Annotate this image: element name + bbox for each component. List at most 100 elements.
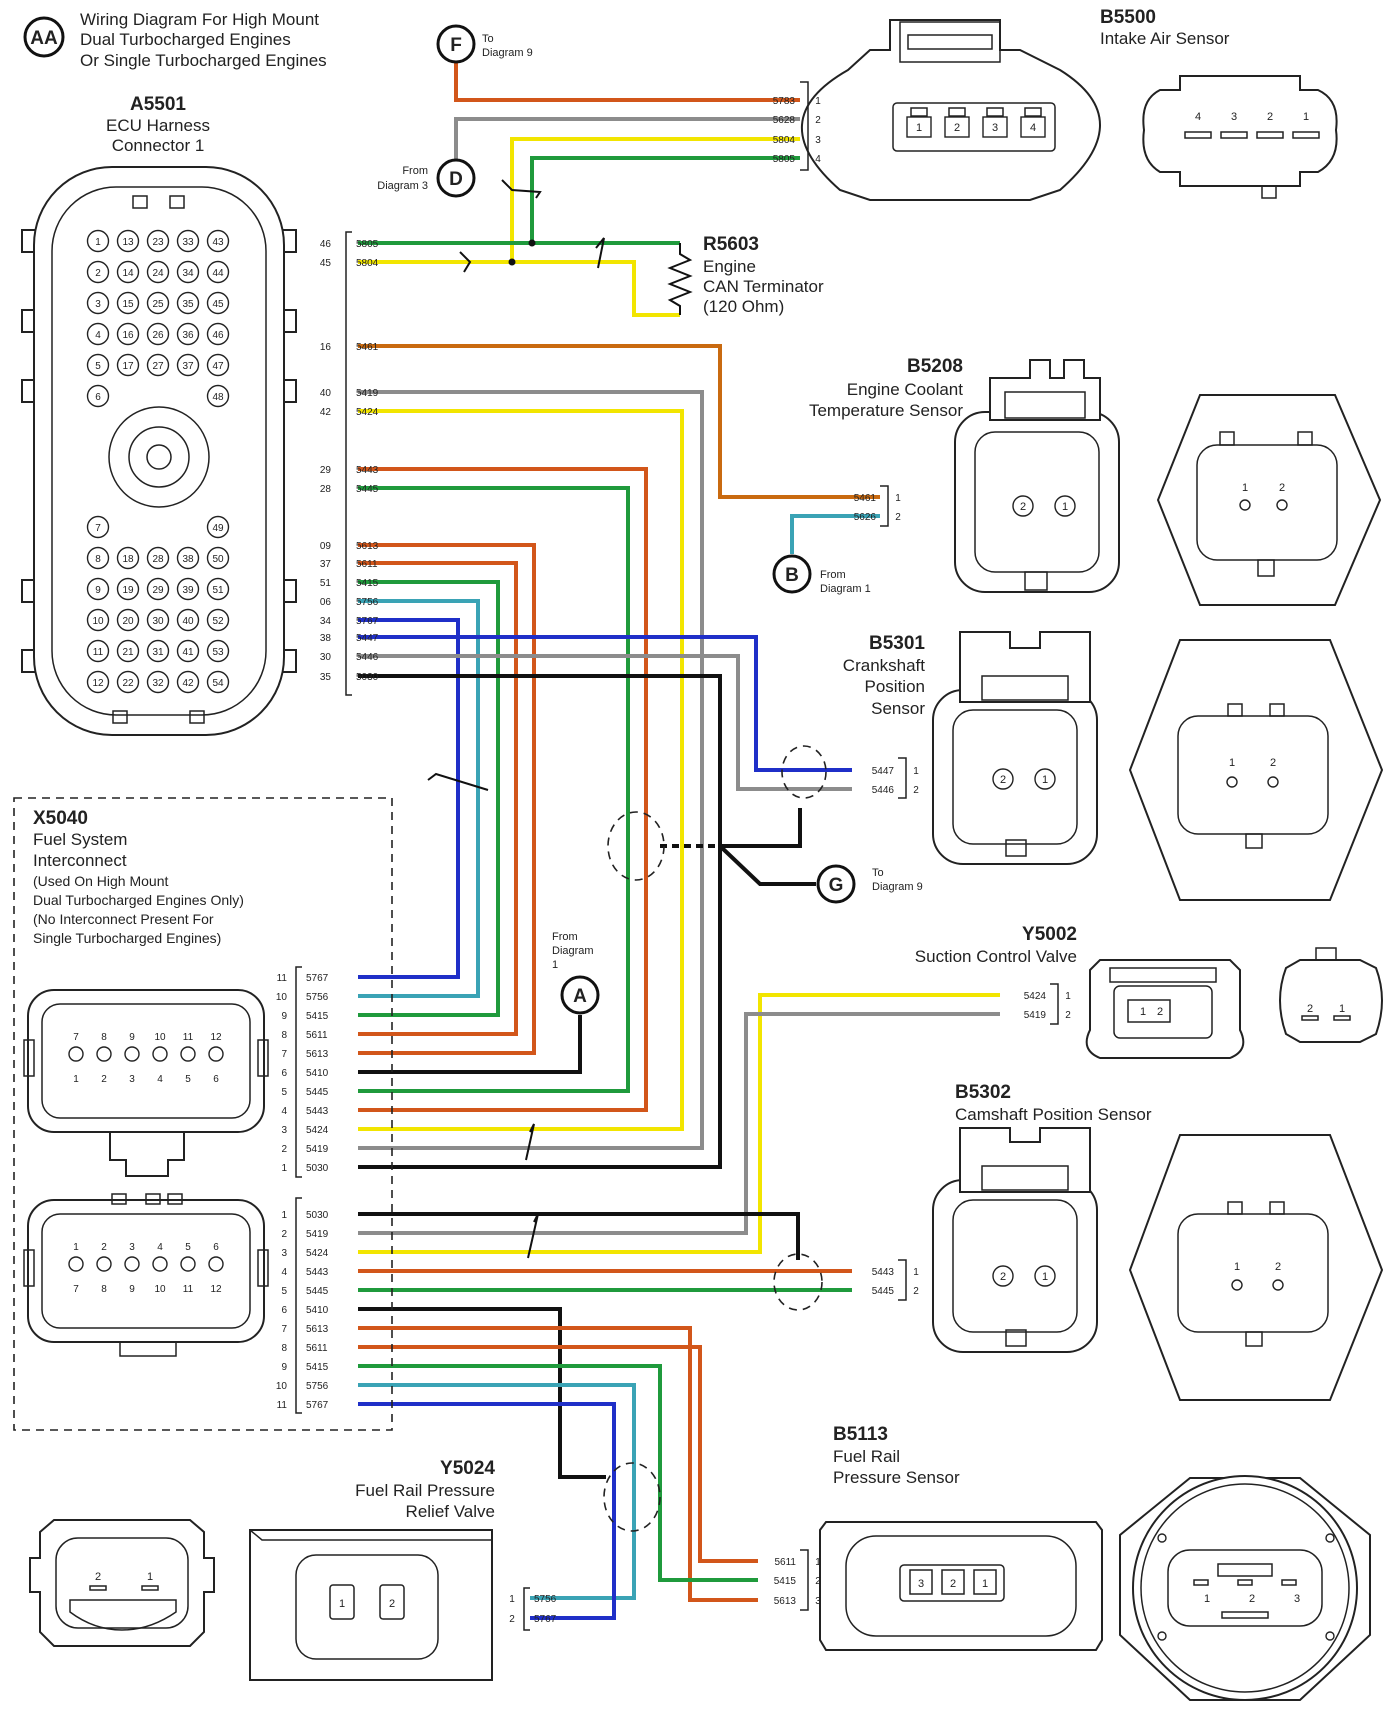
ref-f-text-2: Diagram 9 [482, 47, 533, 59]
b5500-rear-pin-label: 2 [1267, 111, 1273, 123]
a5501-pin [146, 670, 170, 694]
a5501-wire-pin: 40 [320, 388, 332, 399]
x5040-pin [208, 1046, 224, 1062]
wire-5628 [454, 117, 800, 160]
x5040-lower-circuit: 5410 [306, 1305, 329, 1316]
y5002-name: Suction Control Valve [915, 947, 1077, 966]
a5501-wire-circuit: 5446 [356, 652, 379, 663]
x5040-lower-circuit: 5613 [306, 1324, 329, 1335]
x5040-upper-pin: 5 [281, 1087, 287, 1098]
shield-crank [781, 745, 827, 799]
x5040-lower-circuit: 5419 [306, 1229, 329, 1240]
a5501-pin [206, 639, 230, 663]
x5040-upper-circuit: 5410 [306, 1068, 329, 1079]
a5501-wire-pin: 06 [320, 597, 332, 608]
a5501-pin-label: 22 [122, 678, 134, 689]
wire-5461 [358, 344, 880, 499]
x5040-pin [124, 1256, 140, 1272]
a5501-pin-label: 32 [152, 678, 164, 689]
a5501-pin-label: 27 [152, 361, 164, 372]
y5024-name-1: Fuel Rail Pressure [355, 1481, 495, 1500]
ref-a-circle [560, 975, 600, 1015]
title-line-3: Or Single Turbocharged Engines [80, 51, 327, 70]
b5500-pin-label: 2 [954, 122, 960, 134]
a5501-pin-label: 51 [212, 585, 224, 596]
a5501-pin-label: 17 [122, 361, 134, 372]
b5301-rear-pin-a: 1 [1229, 757, 1235, 769]
a5501-pin [116, 260, 140, 284]
x5040-lower-circuit: 5445 [306, 1286, 329, 1297]
a5501-pin [86, 608, 110, 632]
a5501-wire-pin: 30 [320, 652, 332, 663]
a5501-pin-label: 38 [182, 554, 194, 565]
x5040-pin-label: 7 [73, 1284, 79, 1295]
a5501-pin-label: 42 [182, 678, 194, 689]
wire-5805-branch [530, 156, 800, 243]
y5002-wire-circuit: 5424 [1024, 991, 1047, 1002]
x5040-lower-circuit: 5030 [306, 1210, 329, 1221]
b5500-wire-pin: 4 [815, 154, 821, 165]
y5002-wire-pin: 2 [1065, 1010, 1071, 1021]
x5040-lower-circuit: 5424 [306, 1248, 329, 1259]
a5501-wire-circuit: 5419 [356, 388, 379, 399]
x5040-upper-pin: 11 [277, 973, 288, 984]
wire-5756-b [358, 1383, 636, 1600]
wire-5424-b [358, 993, 1000, 1254]
wire-5446 [358, 654, 852, 791]
x5040-upper-pin: 10 [276, 992, 288, 1003]
wire-5419-b [358, 1012, 1000, 1235]
x5040-pin-label: 4 [157, 1074, 163, 1085]
ref-a-text-1: From [552, 931, 578, 943]
a5501-pin [86, 291, 110, 315]
a5501-pin-label: 18 [122, 554, 134, 565]
b5113-wire-pin: 1 [815, 1557, 821, 1568]
x5040-pin-label: 3 [129, 1242, 135, 1253]
a5501-pin [176, 670, 200, 694]
title-badge [23, 16, 65, 58]
a5501-pin-label: 36 [182, 330, 194, 341]
y5024-pin-a: 1 [339, 1598, 345, 1610]
y5002-wire-pin: 1 [1065, 991, 1071, 1002]
a5501-pin [206, 515, 230, 539]
r5603-name-2: CAN Terminator [703, 277, 824, 296]
a5501-pin-label: 6 [95, 392, 101, 403]
a5501-wire-pin: 46 [320, 239, 332, 250]
a5501-pin [206, 322, 230, 346]
x5040-lower-pin: 10 [276, 1381, 288, 1392]
b5500-pin [906, 116, 932, 138]
a5501-pin [146, 546, 170, 570]
a5501-pin [116, 229, 140, 253]
sensor-b5302: B5302 Camshaft Position Sensor 2 1 1 2 5… [872, 1082, 1384, 1401]
x5040-pin [124, 1046, 140, 1062]
a5501-pin-label: 50 [212, 554, 224, 565]
x5040-lower-pin: 2 [281, 1229, 287, 1240]
a5501-pin-label: 39 [182, 585, 194, 596]
ref-d-text-2: Diagram 3 [377, 180, 428, 192]
b5500-rear-pin-label: 1 [1303, 111, 1309, 123]
a5501-pin [176, 260, 200, 284]
a5501-pin [206, 608, 230, 632]
ref-f-letter: F [450, 35, 462, 56]
x5040-lower-pin: 3 [281, 1248, 287, 1259]
x5040-upper-pin: 2 [281, 1144, 287, 1155]
b5500-wire-pin: 1 [815, 96, 821, 107]
r5603-name-3: (120 Ohm) [703, 297, 784, 316]
b5500-id: B5500 [1100, 7, 1156, 28]
wire-5419-a [358, 390, 704, 1150]
x5040-lower-pin: 5 [281, 1286, 287, 1297]
b5113-id: B5113 [833, 1424, 888, 1445]
a5501-wire-pin: 35 [320, 672, 332, 683]
b5301-wire-circuit: 5446 [872, 785, 895, 796]
wire-5767-a [358, 618, 460, 979]
a5501-pin-label: 33 [182, 237, 194, 248]
a5501-pin [116, 291, 140, 315]
x5040-upper-circuit: 5767 [306, 973, 329, 984]
a5501-id: A5501 [130, 94, 186, 115]
a5501-pin-label: 45 [212, 299, 224, 310]
a5501-pin [206, 353, 230, 377]
a5501-pin [146, 639, 170, 663]
a5501-pin [116, 546, 140, 570]
